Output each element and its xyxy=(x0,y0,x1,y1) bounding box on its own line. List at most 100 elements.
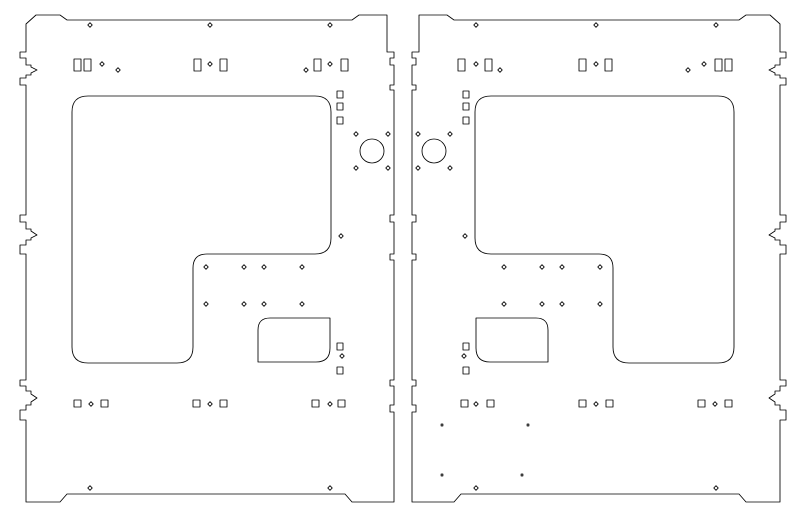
tab-slot xyxy=(714,58,723,72)
mounting-hole xyxy=(473,22,479,28)
tab-slot xyxy=(219,399,228,408)
right-panel xyxy=(411,14,787,503)
tab-slot xyxy=(462,342,470,351)
l-shaped-cutout xyxy=(71,95,332,364)
tab-slot xyxy=(336,90,344,99)
mounting-hole xyxy=(539,301,545,307)
mounting-hole xyxy=(462,233,468,239)
tab-slot xyxy=(697,399,706,408)
tab-slot xyxy=(73,58,82,72)
mounting-hole xyxy=(207,401,213,407)
tab-slot xyxy=(219,58,228,72)
mounting-hole xyxy=(385,131,391,137)
mounting-hole xyxy=(713,485,719,491)
mounting-hole xyxy=(207,61,213,67)
mounting-hole xyxy=(338,233,344,239)
mounting-hole xyxy=(385,165,391,171)
mounting-hole xyxy=(299,264,305,270)
mounting-hole xyxy=(597,301,603,307)
mounting-hole xyxy=(203,264,209,270)
panel-outline xyxy=(411,14,787,503)
round-hole xyxy=(359,138,385,164)
mounting-hole xyxy=(713,22,719,28)
tab-slot xyxy=(340,58,349,72)
mounting-hole xyxy=(261,301,267,307)
mounting-hole xyxy=(539,264,545,270)
mounting-hole xyxy=(685,67,691,73)
left-panel xyxy=(19,14,395,503)
tab-slot xyxy=(336,102,344,111)
mounting-hole xyxy=(353,131,359,137)
tab-slot xyxy=(100,399,109,408)
tab-slot xyxy=(724,399,733,408)
mounting-hole xyxy=(473,485,479,491)
mounting-hole xyxy=(207,22,213,28)
tab-slot xyxy=(336,366,344,375)
mounting-hole xyxy=(241,301,247,307)
drill-mark xyxy=(440,423,444,427)
mounting-hole xyxy=(327,22,333,28)
mounting-hole xyxy=(701,61,707,67)
mounting-hole xyxy=(327,401,333,407)
drill-mark xyxy=(440,473,444,477)
tab-slot xyxy=(311,399,320,408)
window-cutout xyxy=(257,317,331,363)
l-shaped-cutout xyxy=(474,95,735,364)
mounting-hole xyxy=(203,301,209,307)
tab-slot xyxy=(484,58,493,72)
mounting-hole xyxy=(473,401,479,407)
mounting-hole xyxy=(327,485,333,491)
mounting-hole xyxy=(473,61,479,67)
tab-slot xyxy=(462,102,470,111)
mounting-hole xyxy=(353,165,359,171)
mounting-hole xyxy=(501,301,507,307)
mounting-hole xyxy=(87,22,93,28)
mounting-hole xyxy=(261,264,267,270)
mounting-hole xyxy=(559,264,565,270)
mounting-hole xyxy=(327,61,333,67)
tab-slot xyxy=(192,399,201,408)
mounting-hole xyxy=(339,353,345,359)
mounting-hole xyxy=(303,67,309,73)
mounting-hole xyxy=(415,165,421,171)
tab-slot xyxy=(336,116,344,125)
tab-slot xyxy=(337,399,346,408)
mounting-hole xyxy=(497,67,503,73)
tab-slot xyxy=(313,58,322,72)
mounting-hole xyxy=(447,131,453,137)
tab-slot xyxy=(460,399,469,408)
tab-slot xyxy=(578,58,587,72)
window-cutout xyxy=(475,317,549,363)
mounting-hole xyxy=(447,165,453,171)
tab-slot xyxy=(724,58,733,72)
mounting-hole xyxy=(593,22,599,28)
drill-mark xyxy=(526,423,530,427)
tab-slot xyxy=(462,366,470,375)
tab-slot xyxy=(486,399,495,408)
mounting-hole xyxy=(299,301,305,307)
mounting-hole xyxy=(597,264,603,270)
mounting-hole xyxy=(712,401,718,407)
round-hole xyxy=(421,138,447,164)
tab-slot xyxy=(578,399,587,408)
tab-slot xyxy=(457,58,466,72)
tab-slot xyxy=(605,399,614,408)
tab-slot xyxy=(604,58,613,72)
tab-slot xyxy=(73,399,82,408)
mounting-hole xyxy=(461,353,467,359)
mounting-hole xyxy=(241,264,247,270)
drill-mark xyxy=(520,473,524,477)
mounting-hole xyxy=(99,61,105,67)
mounting-hole xyxy=(88,401,94,407)
mounting-hole xyxy=(87,485,93,491)
mounting-hole xyxy=(593,401,599,407)
mounting-hole xyxy=(559,301,565,307)
tab-slot xyxy=(462,90,470,99)
tab-slot xyxy=(83,58,92,72)
mounting-hole xyxy=(115,67,121,73)
mounting-hole xyxy=(593,61,599,67)
tab-slot xyxy=(336,342,344,351)
tab-slot xyxy=(462,116,470,125)
